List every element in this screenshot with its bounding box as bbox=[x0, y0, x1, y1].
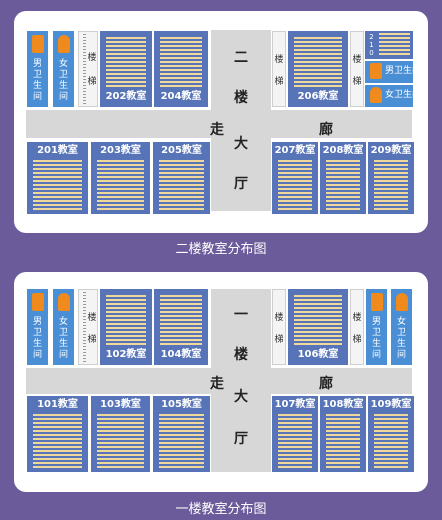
male-toilet-label: 男卫生间 bbox=[32, 317, 42, 360]
staircase: 楼 梯 bbox=[272, 31, 286, 107]
classroom-201: 201教室 bbox=[27, 142, 88, 214]
corridor-char-1: 走 bbox=[210, 376, 224, 392]
male-toilet-label: 男卫生间 bbox=[32, 59, 42, 102]
floor1-map: 走 廊 一 楼 大 厅 男卫生间 女卫生间 楼 梯 102教室 104教室 楼 … bbox=[14, 272, 428, 492]
male-toilet: 男卫生间 bbox=[365, 61, 421, 83]
classroom-204: 204教室 bbox=[154, 31, 208, 107]
person-icon bbox=[58, 35, 70, 53]
staircase: 楼 梯 bbox=[78, 31, 98, 107]
male-toilet: 男卫生间 bbox=[27, 31, 48, 107]
staircase: 楼 梯 bbox=[350, 31, 364, 107]
classroom-106: 106教室 bbox=[288, 289, 348, 365]
female-toilet: 女卫生间 bbox=[391, 289, 412, 365]
floor2-caption: 二楼教室分布图 bbox=[175, 242, 267, 257]
classroom-104: 104教室 bbox=[154, 289, 208, 365]
classroom-209: 209教室 bbox=[368, 142, 414, 214]
main-hall bbox=[211, 289, 271, 472]
classroom-205: 205教室 bbox=[153, 142, 210, 214]
person-icon bbox=[370, 87, 382, 103]
female-toilet-label: 女卫生间 bbox=[58, 59, 68, 102]
corridor-char-2: 廊 bbox=[319, 376, 333, 392]
person-icon bbox=[32, 293, 44, 311]
male-toilet: 男卫生间 bbox=[366, 289, 387, 365]
classroom-108: 108教室 bbox=[320, 396, 366, 472]
classroom-202: 202教室 bbox=[100, 31, 152, 107]
female-toilet: 女卫生间 bbox=[365, 85, 421, 107]
classroom-102: 102教室 bbox=[100, 289, 152, 365]
classroom-103: 103教室 bbox=[91, 396, 150, 472]
person-icon bbox=[370, 63, 382, 79]
person-icon bbox=[396, 293, 408, 311]
female-toilet: 女卫生间 bbox=[53, 289, 74, 365]
floor2-map: 走 廊 二 楼 大 厅 男卫生间 女卫生间 楼 梯 202教室 204教室 楼 … bbox=[14, 11, 428, 233]
floor1-caption: 一楼教室分布图 bbox=[175, 502, 267, 517]
corridor-char-2: 廊 bbox=[319, 122, 333, 138]
staircase: 楼 梯 bbox=[78, 289, 98, 365]
female-toilet-label: 女卫生间 bbox=[58, 317, 68, 360]
corridor-char-1: 走 bbox=[210, 122, 224, 138]
staircase: 楼 梯 bbox=[350, 289, 364, 365]
classroom-109: 109教室 bbox=[368, 396, 414, 472]
classroom-105: 105教室 bbox=[153, 396, 210, 472]
classroom-206: 206教室 bbox=[288, 31, 348, 107]
classroom-208: 208教室 bbox=[320, 142, 366, 214]
person-icon bbox=[32, 35, 44, 53]
classroom-203: 203教室 bbox=[91, 142, 150, 214]
person-icon bbox=[371, 293, 383, 311]
main-hall bbox=[211, 30, 271, 211]
staircase: 楼 梯 bbox=[272, 289, 286, 365]
classroom-107: 107教室 bbox=[272, 396, 318, 472]
male-toilet: 男卫生间 bbox=[27, 289, 48, 365]
female-toilet: 女卫生间 bbox=[53, 31, 74, 107]
classroom-101: 101教室 bbox=[27, 396, 88, 472]
classroom-207: 207教室 bbox=[272, 142, 318, 214]
person-icon bbox=[58, 293, 70, 311]
